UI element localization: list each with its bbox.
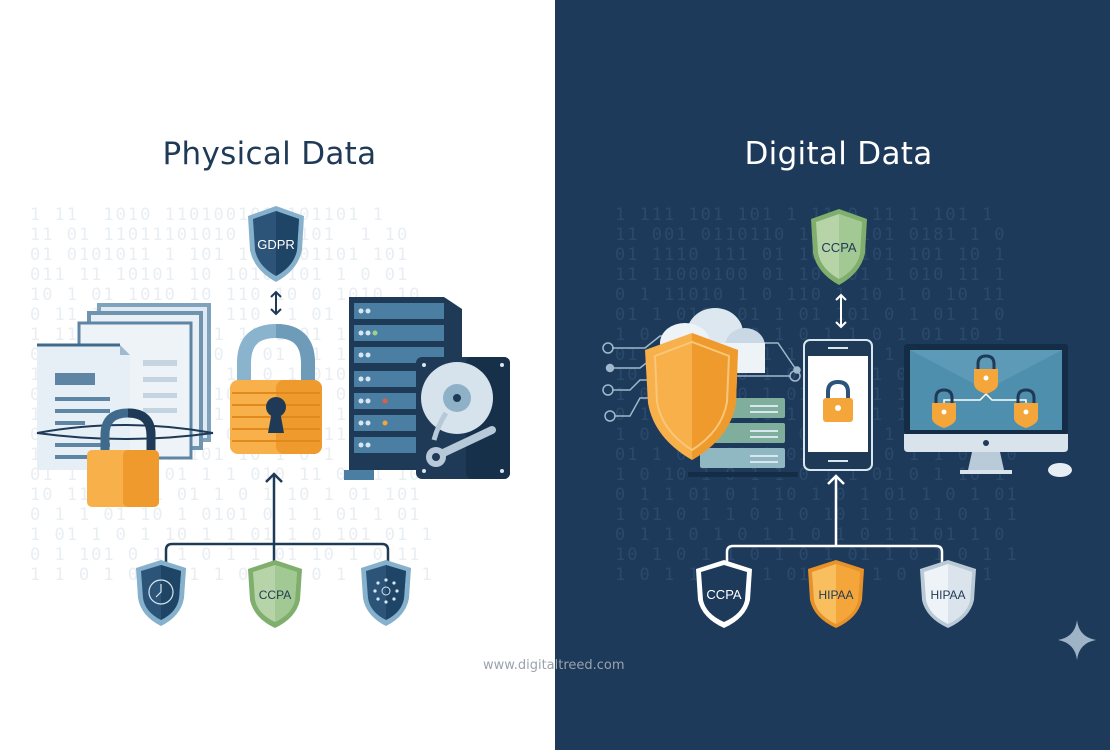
connector-tree-icon [164,472,390,574]
double-arrow-icon [835,293,847,329]
ccpa-shield-icon: CCPA [248,560,302,628]
eu-stars-shield-icon [361,560,411,626]
ccpa-shield-icon: CCPA [696,560,752,628]
gdpr-shield-icon: GDPR [248,206,304,282]
ccpa-shield-icon: CCPA [811,209,867,285]
physical-data-title: Physical Data [162,136,377,172]
svg-text:GDPR: GDPR [257,237,295,252]
padlock-icon [230,323,322,454]
monitor-lock-network-icon [904,344,1072,477]
hipaa-shield-light-icon: HIPAA [920,560,976,628]
digital-data-panel: 1 111 101 101 1 11 0 11 1 101 1 11 001 0… [555,0,1110,750]
physical-data-panel: 1 11 1010 1101001010101101 1 11 01 11011… [30,136,510,628]
server-hard-drive-icon [344,297,510,480]
globe-clock-shield-icon [136,560,186,626]
svg-text:CCPA: CCPA [821,240,856,255]
svg-text:CCPA: CCPA [259,588,291,602]
digital-data-title: Digital Data [744,136,933,172]
svg-text:HIPAA: HIPAA [818,588,853,602]
svg-text:CCPA: CCPA [706,587,741,602]
watermark: www.digitaltreed.com [483,658,625,673]
smartphone-lock-icon [803,339,873,471]
connector-tree-icon [725,474,944,580]
locked-documents-icon [36,303,214,507]
sparkle-icon [1058,620,1096,660]
double-arrow-icon [270,290,282,316]
svg-text:HIPAA: HIPAA [930,588,965,602]
hipaa-shield-orange-icon: HIPAA [808,560,864,628]
cloud-shield-server-icon [602,308,801,477]
